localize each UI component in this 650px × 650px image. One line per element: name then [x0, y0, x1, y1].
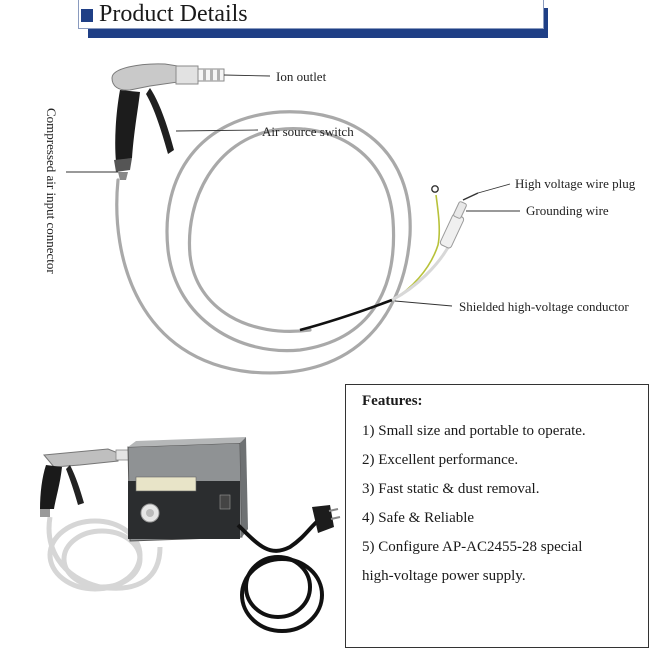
feature-item: 1) Small size and portable to operate.: [362, 423, 586, 439]
ion-gun-diagram: [66, 63, 520, 375]
label-ion-outlet: Ion outlet: [276, 69, 327, 84]
product-photo: [40, 437, 341, 633]
ion-air-gun: [111, 63, 225, 180]
label-grounding-wire: Grounding wire: [526, 203, 609, 218]
shielded-conductor-line: [299, 298, 393, 332]
page-title: Product Details: [99, 1, 248, 27]
feature-item: 3) Fast static & dust removal.: [362, 481, 540, 497]
label-hv-wire-plug: High voltage wire plug: [515, 176, 636, 191]
air-hose: [115, 110, 412, 375]
photo-power-supply: [127, 437, 248, 542]
feature-item: 5) Configure AP-AC2455-28 special: [362, 539, 583, 555]
photo-power-cord: [236, 517, 324, 633]
label-compressed-air-input: Compressed air input connector: [44, 108, 59, 274]
label-air-source-switch: Air source switch: [262, 124, 354, 139]
features-box: Features: 1) Small size and portable to …: [345, 384, 649, 648]
header-bullet-square: [81, 9, 93, 22]
feature-item: high-voltage power supply.: [362, 568, 526, 584]
feature-item: 2) Excellent performance.: [362, 452, 519, 468]
photo-hose: [46, 516, 163, 592]
grounding-ring-terminal: [431, 185, 439, 193]
photo-power-plug: [312, 505, 341, 533]
photo-ion-gun: [40, 448, 131, 517]
label-shielded-conductor: Shielded high-voltage conductor: [459, 299, 629, 314]
feature-item: 4) Safe & Reliable: [362, 510, 475, 526]
high-voltage-plug: [439, 192, 479, 249]
features-title: Features:: [362, 393, 423, 409]
leader-lines: [66, 74, 520, 307]
section-header: Product Details: [78, 0, 544, 29]
white-hv-wire: [391, 239, 454, 302]
